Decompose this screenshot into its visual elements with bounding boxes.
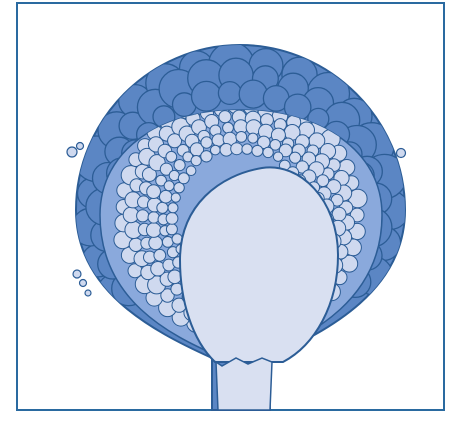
central-cavity (180, 167, 338, 362)
inner-cell (148, 212, 159, 223)
inner-cell (166, 224, 177, 235)
inner-cell (332, 207, 346, 221)
inner-cell (149, 236, 163, 250)
inner-cell (171, 193, 180, 202)
inner-cell (191, 156, 201, 166)
inner-cell (242, 144, 252, 154)
inner-cell (186, 166, 196, 176)
inner-cell (201, 137, 212, 148)
stalk-channel (216, 358, 272, 410)
inner-cell (248, 133, 258, 143)
inner-cell (166, 151, 177, 162)
inner-cell (273, 152, 282, 161)
inner-cell (137, 210, 149, 222)
inner-cell (211, 145, 221, 155)
edge-bubble (77, 143, 84, 150)
inner-cell (252, 145, 263, 156)
edge-bubble (80, 280, 87, 287)
outer-cell (192, 81, 222, 111)
inner-cell (174, 160, 185, 171)
outer-cell (239, 80, 267, 108)
edge-bubble (85, 290, 91, 296)
inner-cell (201, 151, 212, 162)
inner-cell (147, 185, 161, 199)
inner-cell (236, 132, 247, 143)
inner-cell (263, 147, 273, 157)
edge-bubble (397, 149, 406, 158)
inner-cell (168, 203, 178, 213)
inner-cell (160, 190, 173, 203)
edge-bubble (67, 147, 77, 157)
inner-cell (164, 181, 174, 191)
inner-cell (219, 111, 231, 123)
edge-bubble (73, 270, 81, 278)
inner-cell (154, 249, 166, 261)
inner-cell (146, 223, 161, 238)
outer-cell (218, 82, 241, 105)
inner-cell (231, 143, 243, 155)
inner-cell (223, 122, 234, 133)
inner-cell (166, 213, 178, 225)
inner-cell (157, 202, 168, 213)
